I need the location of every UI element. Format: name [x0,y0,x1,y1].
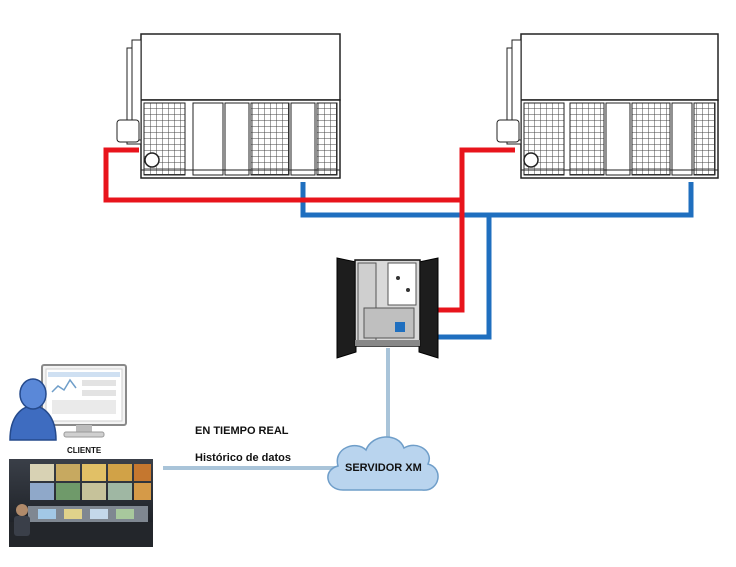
chiller-unit-left [116,33,341,179]
control-cabinet [336,257,439,359]
server-label: SERVIDOR XM [345,462,422,474]
data-link [163,348,390,470]
supply-pipe [103,147,515,313]
client-label: CLIENTE [67,446,102,455]
history-label: Histórico de datos [195,452,291,464]
control-room-photo [9,459,153,547]
chiller-unit-right [496,33,719,179]
user-avatar-icon [9,378,57,441]
client-monitor-icon [41,364,127,438]
realtime-label: EN TIEMPO REAL [195,425,289,437]
cloud-server-icon [327,436,439,491]
